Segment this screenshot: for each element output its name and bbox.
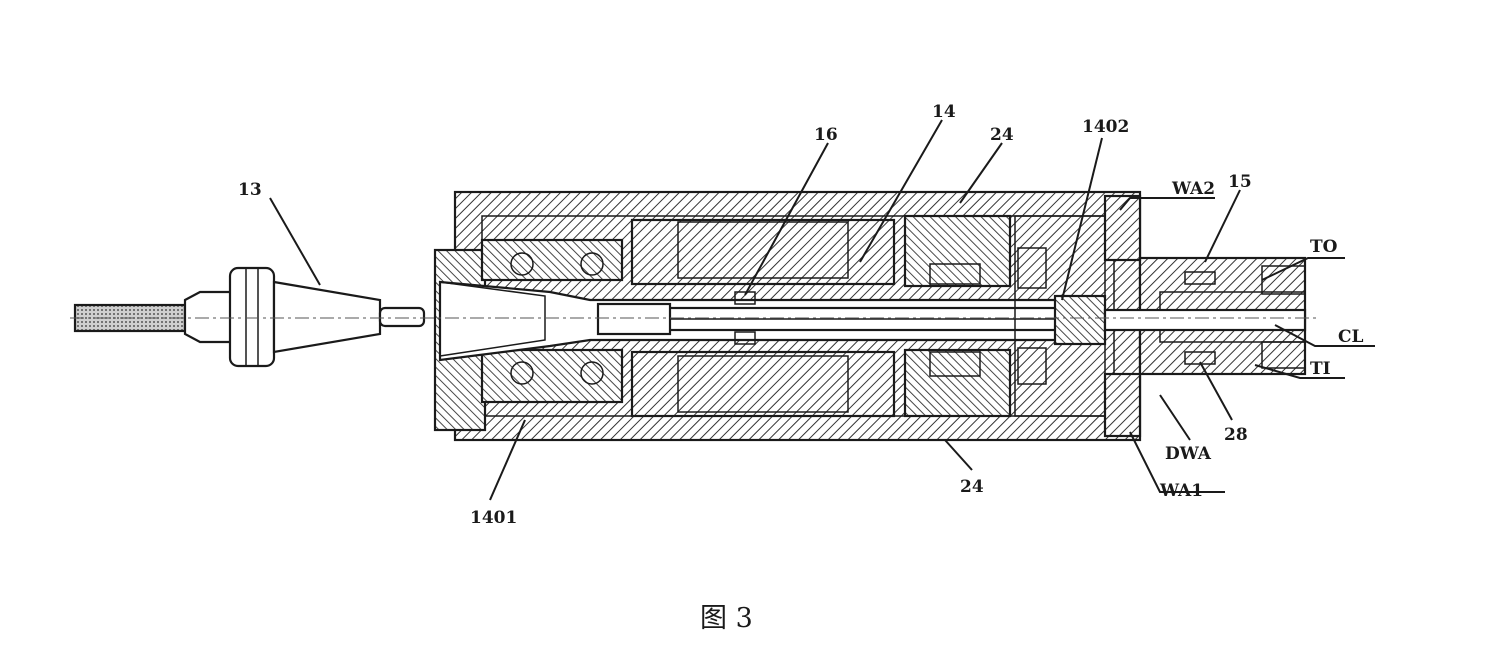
disc-springs-16-top <box>734 291 756 305</box>
label-cl: CL <box>1338 327 1364 347</box>
label-dwa: DWA <box>1165 444 1212 464</box>
holder-taper <box>272 280 382 354</box>
spindle-assembly <box>70 190 1320 442</box>
label-1401: 1401 <box>470 508 517 528</box>
spindle-taper-bore <box>439 281 546 357</box>
stator-top-14 <box>630 218 896 286</box>
retention-knob <box>378 306 426 328</box>
front-bearing-block-bottom <box>480 348 624 404</box>
holder-flange <box>228 266 276 368</box>
spring-pack-top <box>929 263 981 285</box>
stator-bottom <box>630 350 896 418</box>
tool-holder-13 <box>73 266 426 368</box>
collet-gripper <box>596 302 672 336</box>
label-24-top: 24 <box>990 125 1014 145</box>
rear-port-ti <box>1261 341 1306 369</box>
spring-pack-bottom <box>929 351 981 377</box>
label-14: 14 <box>932 102 956 122</box>
piston-top <box>1017 247 1047 289</box>
rear-bearing-block-bottom <box>903 348 1012 418</box>
rear-bearing-block-top <box>903 214 1012 288</box>
stator-winding-top <box>677 221 849 279</box>
leader-lines <box>269 119 1375 501</box>
label-wa2: WA2 <box>1171 179 1215 199</box>
label-to: TO <box>1310 237 1338 257</box>
label-24-bottom: 24 <box>960 477 984 497</box>
label-16: 16 <box>814 125 838 145</box>
coolant-tube <box>1103 308 1307 332</box>
stator-winding-bottom <box>677 355 849 413</box>
piston-bottom <box>1017 347 1047 385</box>
label-1402: 1402 <box>1082 117 1129 137</box>
figure-caption: 图 3 <box>700 603 753 634</box>
holder-collar <box>183 290 234 344</box>
disc-springs-16-bottom <box>734 331 756 345</box>
front-bearing-block-top <box>480 238 624 282</box>
rotary-union-1402 <box>1053 294 1107 346</box>
seal-15 <box>1184 271 1216 285</box>
label-15: 15 <box>1228 172 1252 192</box>
label-ti: TI <box>1310 359 1331 379</box>
label-wa1: WA1 <box>1159 481 1203 501</box>
rear-wall-bottom <box>1103 372 1142 438</box>
reference-labels: 13 16 14 24 1402 WA2 15 TO CL TI 28 DWA … <box>238 102 1364 528</box>
label-13: 13 <box>238 180 262 200</box>
label-28: 28 <box>1224 425 1248 445</box>
